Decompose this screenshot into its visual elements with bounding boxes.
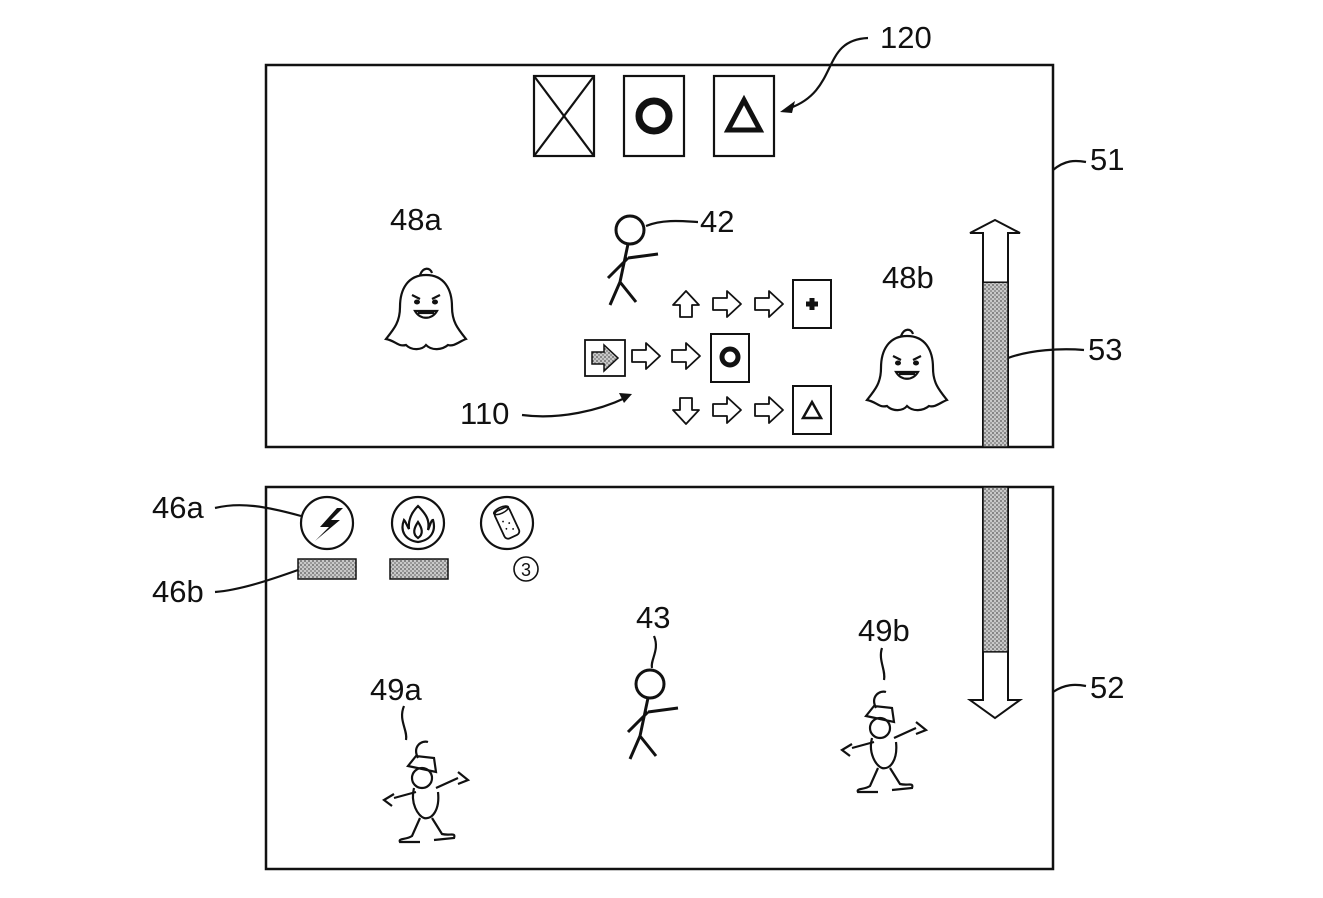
upper-screen [264,63,1055,449]
combo-circle-icon [710,333,750,383]
lower-screen [264,485,1055,871]
combo-arrow [671,342,701,370]
fire-icon[interactable] [390,495,446,551]
label-49b: 49b [858,613,910,648]
triangle-button-icon[interactable] [712,74,776,158]
label-48a: 48a [390,202,442,237]
player-character-43 [626,668,680,761]
label-52: 52 [1090,670,1124,705]
circle-button-icon[interactable] [622,74,686,158]
combo-triangle-icon [792,385,832,435]
combo-arrow [631,342,661,370]
label-49a: 49a [370,672,422,707]
combo-up-arrow [672,290,700,318]
combo-plus-icon [792,279,832,329]
player-character-42 [606,214,660,307]
gauge-lower [966,486,1024,720]
lightning-gauge-bar [297,558,357,580]
combo-arrow [712,396,742,424]
canister-icon[interactable] [479,495,535,551]
label-46b: 46b [152,574,204,609]
label-51: 51 [1090,142,1124,177]
lightning-icon[interactable] [299,495,355,551]
combo-arrow [754,290,784,318]
label-43: 43 [636,600,670,635]
elf-49a [382,740,470,844]
ghost-48b [865,328,949,412]
label-48b: 48b [882,260,934,295]
elf-49b [840,690,928,794]
fire-gauge-bar [389,558,449,580]
label-42: 42 [700,204,734,239]
combo-arrow [712,290,742,318]
label-110: 110 [460,396,509,431]
ghost-48a [384,267,468,351]
x-box-icon[interactable] [532,74,596,158]
gauge-upper [969,218,1021,448]
combo-down-arrow [672,397,700,425]
label-120: 120 [880,20,932,55]
item-count: 3 [521,560,531,580]
combo-arrow [754,396,784,424]
label-46a: 46a [152,490,204,525]
label-53: 53 [1088,332,1122,367]
item-count-badge: 3 [513,556,539,582]
combo-start-arrow [584,339,626,377]
